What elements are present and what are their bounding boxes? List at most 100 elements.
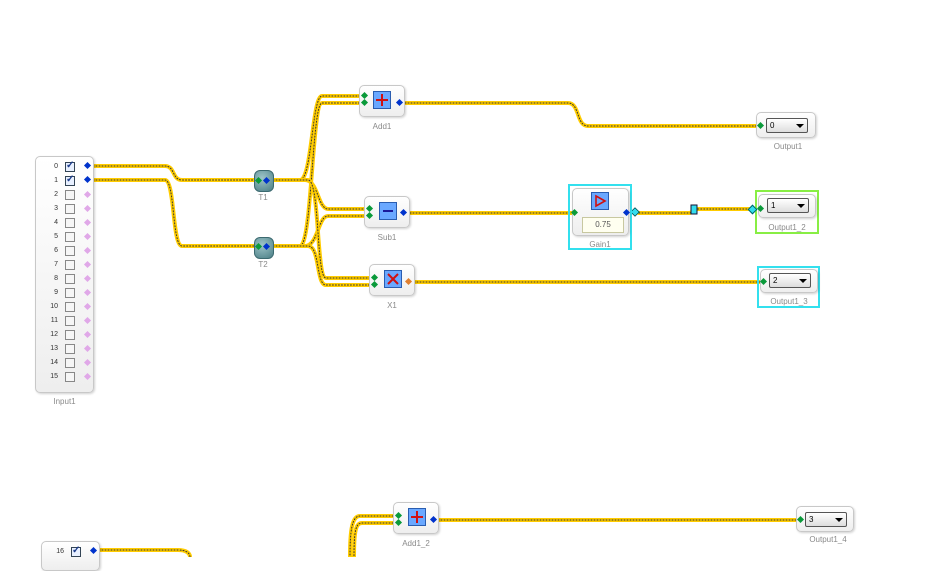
sub1-block[interactable] bbox=[364, 196, 410, 228]
input-checkbox[interactable] bbox=[65, 372, 75, 382]
wire-waypoint-handle[interactable] bbox=[690, 204, 698, 215]
input-row-number: 5 bbox=[54, 233, 58, 240]
output1-block[interactable]: 0 bbox=[756, 112, 816, 138]
input-row: 6 bbox=[36, 245, 96, 259]
output1-3-block[interactable]: 2 bbox=[760, 269, 818, 293]
input-port-unused[interactable] bbox=[83, 232, 92, 241]
wire-in-add1-2-a[interactable] bbox=[348, 514, 398, 557]
input-port-unused[interactable] bbox=[83, 190, 92, 199]
input-port-unused[interactable] bbox=[83, 372, 92, 381]
plus-icon bbox=[408, 508, 426, 526]
input-row: 8 bbox=[36, 273, 96, 287]
output1-select[interactable]: 0 bbox=[766, 118, 808, 133]
gain1-label: Gain1 bbox=[589, 240, 611, 249]
input-row: 11 bbox=[36, 315, 96, 329]
input-row-number: 14 bbox=[50, 359, 58, 366]
input-row: 1 bbox=[36, 174, 96, 189]
wire-add1-output1[interactable] bbox=[403, 101, 762, 128]
output1-3-label: Output1_3 bbox=[770, 297, 808, 306]
input-port-unused[interactable] bbox=[83, 274, 92, 283]
input-block[interactable]: 0123456789101112131415 bbox=[35, 156, 94, 393]
plus-icon bbox=[373, 91, 391, 109]
input-checkbox[interactable] bbox=[65, 260, 75, 270]
input-checkbox[interactable] bbox=[65, 232, 75, 242]
output1-2-value: 1 bbox=[771, 201, 776, 210]
chevron-down-icon bbox=[796, 124, 804, 128]
input-port-unused[interactable] bbox=[83, 302, 92, 311]
input-port-unused[interactable] bbox=[83, 218, 92, 227]
wire-in-add1-2-b[interactable] bbox=[352, 521, 398, 557]
input-port-unused[interactable] bbox=[83, 358, 92, 367]
chevron-down-icon bbox=[835, 518, 843, 522]
multiply-icon bbox=[384, 270, 402, 288]
input-port-unused[interactable] bbox=[83, 246, 92, 255]
output1-4-block[interactable]: 3 bbox=[796, 506, 854, 532]
input-checkbox[interactable] bbox=[65, 190, 75, 200]
input-checkbox[interactable] bbox=[65, 218, 75, 228]
input-port-unused[interactable] bbox=[83, 344, 92, 353]
input-block-2[interactable]: 16 bbox=[41, 541, 100, 571]
gain1-block[interactable]: 0.75 bbox=[572, 188, 629, 236]
wire-t2-x1[interactable] bbox=[268, 244, 374, 287]
input-row-number: 0 bbox=[54, 163, 58, 170]
gain1-selection-frame bbox=[568, 184, 632, 250]
add1-label: Add1 bbox=[372, 122, 392, 131]
input-checkbox[interactable] bbox=[65, 358, 75, 368]
input-row: 0 bbox=[36, 160, 96, 175]
output1-3-select[interactable]: 2 bbox=[769, 273, 811, 288]
input-row: 13 bbox=[36, 343, 96, 357]
output1-2-select[interactable]: 1 bbox=[767, 198, 809, 213]
output1-2-block[interactable]: 1 bbox=[758, 194, 816, 218]
input-row-number: 1 bbox=[54, 177, 58, 184]
input-checkbox[interactable] bbox=[65, 174, 75, 186]
input-row: 4 bbox=[36, 217, 96, 231]
wire-input16-out[interactable] bbox=[97, 548, 192, 557]
input-checkbox[interactable] bbox=[65, 204, 75, 214]
input-block-label: Input1 bbox=[53, 397, 76, 406]
input-checkbox[interactable] bbox=[65, 316, 75, 326]
input-checkbox[interactable] bbox=[65, 288, 75, 298]
gain-value[interactable]: 0.75 bbox=[582, 217, 624, 233]
input-row-number: 15 bbox=[50, 373, 58, 380]
chevron-down-icon bbox=[797, 204, 805, 208]
input-port-unused[interactable] bbox=[83, 330, 92, 339]
wire-input1-t2[interactable] bbox=[91, 178, 259, 248]
output1-2-selection-frame bbox=[755, 190, 819, 234]
wire-t1-sub1[interactable] bbox=[268, 178, 369, 211]
input-port-unused[interactable] bbox=[83, 288, 92, 297]
output1-value: 0 bbox=[770, 121, 775, 130]
input-checkbox[interactable] bbox=[65, 344, 75, 354]
output1-label: Output1 bbox=[773, 142, 803, 151]
input-row-number: 11 bbox=[50, 317, 58, 324]
input-checkbox[interactable] bbox=[65, 246, 75, 256]
input-checkbox[interactable] bbox=[65, 274, 75, 284]
t1-label: T1 bbox=[258, 193, 268, 202]
input-checkbox[interactable] bbox=[65, 330, 75, 340]
input-checkbox[interactable] bbox=[65, 302, 75, 312]
input-port-unused[interactable] bbox=[83, 260, 92, 269]
output1-3-selection-frame bbox=[757, 266, 820, 308]
input-port-unused[interactable] bbox=[83, 204, 92, 213]
input-row-number: 3 bbox=[54, 205, 58, 212]
input-row-number: 4 bbox=[54, 219, 58, 226]
wire-input0-t1[interactable] bbox=[91, 164, 259, 182]
minus-icon bbox=[379, 202, 397, 220]
input-row: 7 bbox=[36, 259, 96, 273]
input-checkbox[interactable] bbox=[71, 545, 81, 557]
input-row: 14 bbox=[36, 357, 96, 371]
input-row: 2 bbox=[36, 189, 96, 203]
input-row-number: 8 bbox=[54, 275, 58, 282]
wire-t1-x1[interactable] bbox=[268, 178, 374, 280]
chevron-down-icon bbox=[799, 279, 807, 283]
input-port-unused[interactable] bbox=[83, 316, 92, 325]
x1-label: X1 bbox=[387, 301, 397, 310]
input-row-number: 13 bbox=[50, 345, 58, 352]
input-checkbox[interactable] bbox=[65, 160, 75, 172]
gain-output-diamond[interactable] bbox=[630, 207, 640, 217]
input-row: 5 bbox=[36, 231, 96, 245]
wire-canvas bbox=[91, 94, 802, 557]
wire-t2-add1[interactable] bbox=[268, 101, 364, 248]
output1-3-value: 2 bbox=[773, 276, 778, 285]
output1-4-select[interactable]: 3 bbox=[805, 512, 847, 527]
input-row-number: 6 bbox=[54, 247, 58, 254]
